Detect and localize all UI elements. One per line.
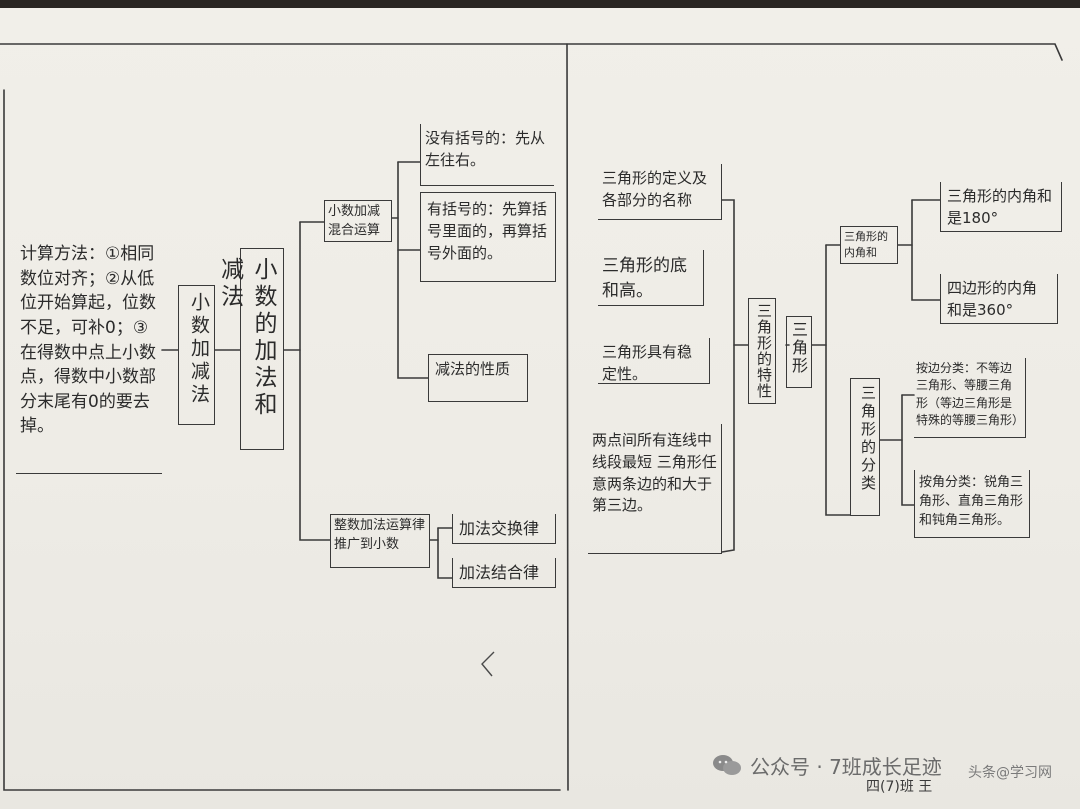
stable-node: 三角形具有稳定性。 (598, 338, 710, 384)
method-text: 计算方法：①相同数位对齐；②从低位开始算起，位数不足，可补0；③在得数中点上小数… (20, 244, 156, 437)
signature: 四(7)班 王 (866, 779, 933, 795)
sum360-node: 四边形的内角和是360° (940, 274, 1058, 324)
angle-sum-node: 三角形的内角和 (840, 226, 898, 264)
extend-node: 整数加法运算律推广到小数 (330, 514, 430, 568)
method-box: 计算方法：①相同数位对齐；②从低位开始算起，位数不足，可补0；③在得数中点上小数… (16, 236, 162, 474)
features-node: 三角形的特性 (748, 298, 776, 404)
commutative-node: 加法交换律 (452, 514, 556, 544)
nobracket-node: 没有括号的：先从左往右。 (420, 124, 554, 186)
paper-sheet (0, 8, 1080, 809)
watermark-secondary: 头条@学习网 (968, 765, 1052, 781)
classify-node: 三角形的分类 (850, 378, 880, 516)
watermark-text: 公众号 · 7班成长足迹 (750, 754, 942, 779)
associative-node: 加法结合律 (452, 558, 556, 588)
base-height-node: 三角形的底和高。 (598, 250, 704, 306)
wechat-icon (713, 755, 741, 775)
by-angle-node: 按角分类：锐角三角形、直角三角形和钝角三角形。 (914, 470, 1030, 538)
mix-node: 小数加减混合运算 (324, 200, 392, 242)
inequality-node: 两点间所有连线中线段最短 三角形任意两条边的和大于第三边。 (588, 424, 722, 554)
pencil-mark (481, 651, 495, 677)
subtract-node: 减法的性质 (428, 354, 528, 402)
main-node: 小数的加法和减法 (217, 248, 284, 450)
bracket-node: 有括号的：先算括号里面的，再算括号外面的。 (420, 192, 556, 282)
by-side-node: 按边分类：不等边三角形、等腰三角形（等边三角形是特殊的等腰三角形） (914, 358, 1026, 438)
definition-node: 三角形的定义及各部分的名称 (598, 164, 722, 220)
triangle-node: 三角形 (786, 316, 812, 388)
watermark: 公众号 · 7班成长足迹 (712, 750, 942, 780)
sub-node: 小数加减法 (178, 285, 215, 425)
sum180-node: 三角形的内角和是180° (940, 182, 1062, 232)
